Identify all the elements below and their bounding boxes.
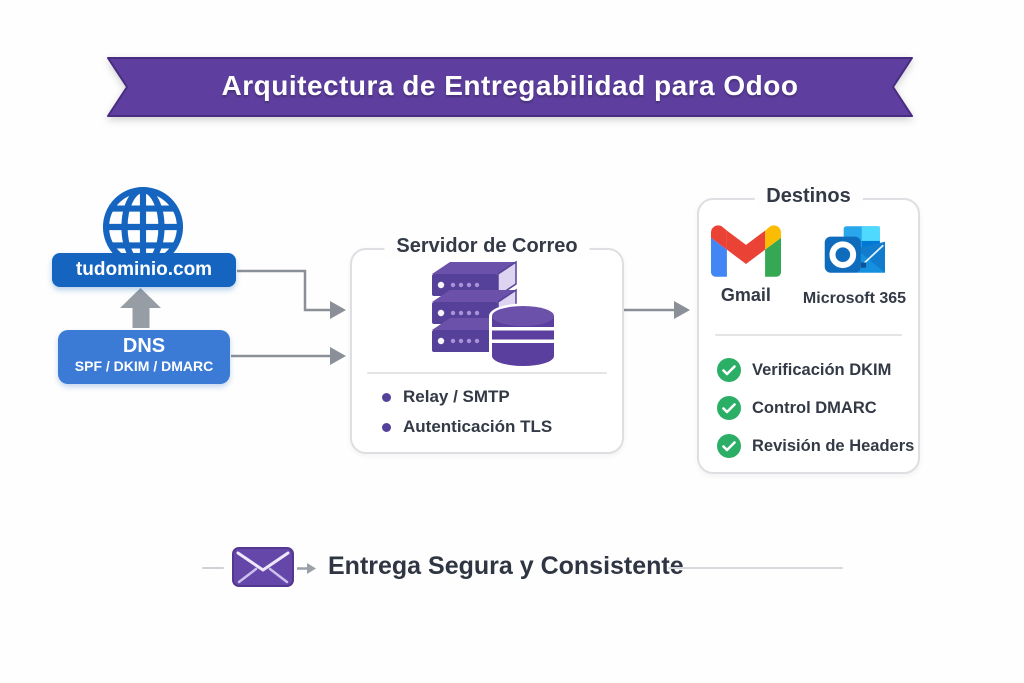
- mail-server-title: Servidor de Correo: [384, 235, 590, 258]
- arrow-right-icon: [297, 563, 316, 574]
- bullet-dot-icon: [382, 392, 391, 402]
- server-feature-relay: Relay / SMTP: [382, 387, 510, 407]
- check-item-headers: Revisión de Headers: [717, 434, 914, 458]
- check-icon: [717, 358, 741, 382]
- destinations-divider: [715, 334, 902, 336]
- page-title: Arquitectura de Entregabilidad para Odoo: [221, 70, 799, 101]
- provider-label: Gmail: [720, 285, 771, 305]
- provider-label: Microsoft 365: [802, 290, 907, 307]
- footer-tagline: Entrega Segura y Consistente: [328, 552, 684, 580]
- check-item-dkim: Verificación DKIM: [717, 358, 891, 382]
- server-feature-tls: Autenticación TLS: [382, 417, 552, 437]
- server-feature-label: Autenticación TLS: [403, 417, 553, 436]
- domain-box: tudominio.com: [52, 253, 236, 287]
- gmail-icon: [710, 225, 781, 277]
- outlook-icon: [825, 226, 886, 273]
- check-item-dmarc: Control DMARC: [717, 396, 877, 420]
- footer-right-line: [668, 567, 843, 569]
- mail-server-panel: Servidor de Correo: [350, 235, 624, 454]
- check-icon: [717, 396, 741, 420]
- provider-logos: Gmail Microsoft 365: [699, 224, 918, 308]
- destinations-panel: Destinos Gmail: [697, 185, 920, 474]
- ribbon-banner: [107, 57, 913, 117]
- check-label: Revisión de Headers: [752, 436, 915, 455]
- dns-title: DNS: [122, 335, 166, 357]
- footer-left-line: [202, 567, 224, 569]
- check-label: Control DMARC: [752, 398, 877, 417]
- dns-box: DNS SPF / DKIM / DMARC: [58, 330, 230, 384]
- provider-microsoft-365: Microsoft 365: [803, 224, 906, 308]
- destinations-title: Destinos: [754, 185, 863, 208]
- check-label: Verificación DKIM: [752, 360, 892, 379]
- provider-gmail: Gmail: [710, 224, 781, 308]
- check-icon: [717, 434, 741, 458]
- server-panel-divider: [367, 372, 607, 374]
- bullet-dot-icon: [382, 422, 391, 432]
- server-database-icon: [432, 260, 556, 368]
- envelope-icon: [232, 547, 294, 587]
- server-feature-label: Relay / SMTP: [403, 387, 510, 406]
- dns-subtitle: SPF / DKIM / DMARC: [74, 358, 214, 374]
